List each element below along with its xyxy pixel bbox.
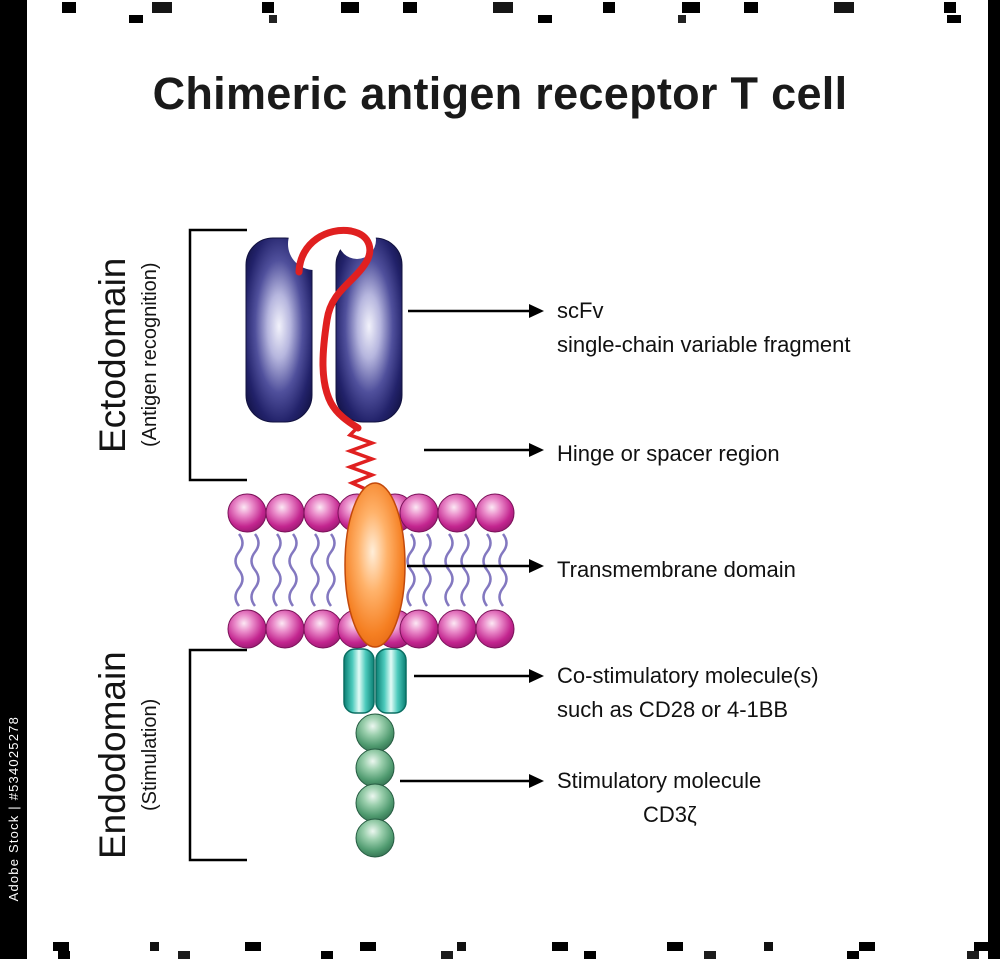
annotation-costimulatory-line2: such as CD28 or 4-1BB (557, 697, 789, 722)
scfv-linker (295, 226, 374, 432)
phospholipid-head (437, 493, 477, 533)
border-bar-right (988, 0, 1000, 959)
stimulatory-bead (355, 748, 395, 788)
diagram-title: Chimeric antigen receptor T cell (152, 68, 848, 119)
phospholipid-head (375, 609, 415, 649)
transmembrane-domain-shape (344, 482, 406, 648)
phospholipid-head (303, 493, 343, 533)
scfv-notch-right (338, 221, 376, 259)
annotation-costimulatory: Co-stimulatory molecule(s) such as CD28 … (557, 659, 819, 727)
stimulatory-bead (355, 818, 395, 858)
noise-band-bottom (0, 939, 1000, 959)
ectodomain-label: Ectodomain (92, 257, 133, 453)
scfv-domain (245, 218, 403, 432)
membrane-top-row (227, 493, 515, 533)
phospholipid-head (437, 609, 477, 649)
annotation-scfv: scFv single-chain variable fragment (557, 294, 851, 362)
membrane-bottom-row (227, 609, 515, 649)
noise-band-top (0, 0, 1000, 26)
stimulatory-domain-chain (355, 713, 395, 858)
ectodomain-sublabel: (Antigen recognition) (139, 262, 161, 448)
phospholipid-head (303, 609, 343, 649)
phospholipid-head (375, 493, 415, 533)
costimulatory-pill (375, 648, 407, 714)
phospholipid-head (399, 493, 439, 533)
annotation-costimulatory-line1: Co-stimulatory molecule(s) (557, 663, 819, 688)
phospholipid-head (399, 609, 439, 649)
endodomain-bracket (188, 648, 247, 862)
annotation-stimulatory-line1: Stimulatory molecule (557, 768, 762, 793)
phospholipid-head (227, 609, 267, 649)
annotation-hinge-line1: Hinge or spacer region (557, 441, 780, 466)
scfv-left-chain (245, 237, 313, 423)
annotation-scfv-line1: scFv (557, 298, 604, 323)
endodomain-sublabel: (Stimulation) (139, 698, 161, 812)
ectodomain-bracket (188, 228, 247, 482)
scfv-notch-left (288, 218, 340, 270)
endodomain-label: Endodomain (92, 651, 133, 859)
phospholipid-head (265, 493, 305, 533)
watermark-text: Adobe Stock | #534025278 (6, 715, 21, 901)
scfv-right-chain (335, 237, 403, 423)
annotation-scfv-line2: single-chain variable fragment (557, 332, 851, 357)
costimulatory-domain-shape (343, 648, 407, 714)
annotation-stimulatory: Stimulatory molecule CD3ζ (557, 764, 761, 832)
annotation-arrows (400, 304, 544, 788)
stimulatory-bead (355, 713, 395, 753)
phospholipid-head (227, 493, 267, 533)
costimulatory-pill (343, 648, 375, 714)
phospholipid-head (337, 493, 377, 533)
annotation-transmembrane: Transmembrane domain (557, 553, 796, 587)
annotation-transmembrane-line1: Transmembrane domain (557, 557, 796, 582)
phospholipid-head (265, 609, 305, 649)
phospholipid-head (475, 609, 515, 649)
phospholipid-head (337, 609, 377, 649)
annotation-stimulatory-line2: CD3ζ (643, 802, 697, 827)
watermark-bar-left: Adobe Stock | #534025278 (0, 0, 27, 959)
hinge-zigzag (344, 425, 378, 500)
phospholipid-head (475, 493, 515, 533)
annotation-hinge: Hinge or spacer region (557, 437, 780, 471)
stimulatory-bead (355, 783, 395, 823)
lipid-tails (234, 532, 508, 608)
